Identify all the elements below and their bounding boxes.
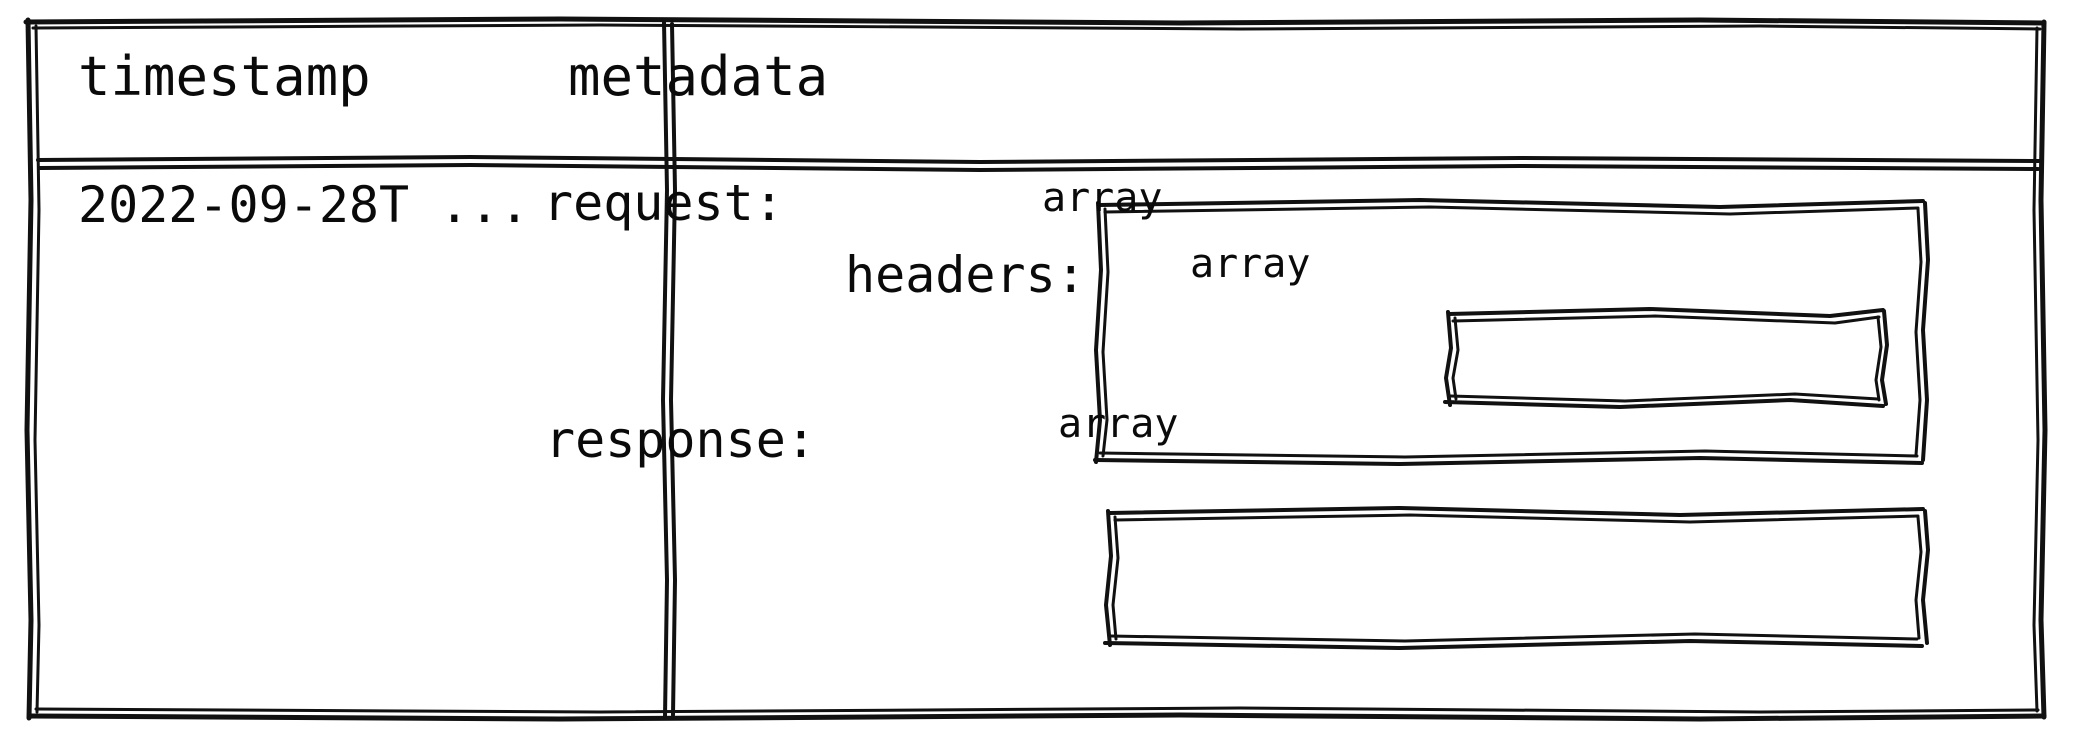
- field-key-response: response:: [545, 411, 816, 469]
- field-type-headers-array: array: [1190, 241, 1311, 287]
- column-header-metadata[interactable]: metadata: [568, 45, 829, 108]
- field-type-response-array: array: [1058, 401, 1179, 447]
- field-key-headers: headers:: [845, 246, 1086, 304]
- column-header-timestamp[interactable]: timestamp: [78, 45, 371, 108]
- cell-timestamp-value: 2022-09-28T ...: [78, 176, 530, 234]
- field-type-request-array: array: [1042, 175, 1163, 221]
- field-key-request: request:: [543, 174, 784, 232]
